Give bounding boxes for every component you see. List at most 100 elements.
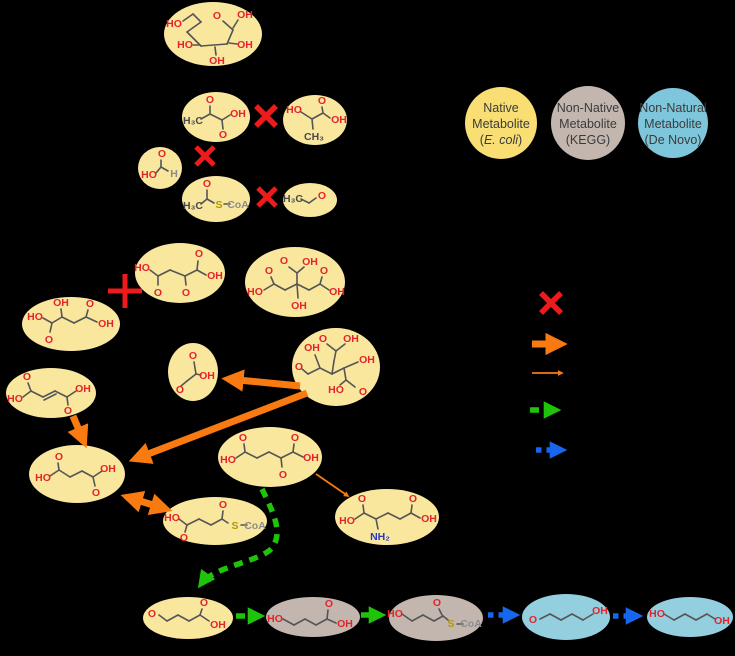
- x-pyruvate-formate: [194, 145, 216, 167]
- atom-label: H₃C: [183, 115, 203, 127]
- bond-line: [695, 613, 708, 621]
- atom-label: O: [23, 371, 31, 383]
- bond-line: [186, 518, 200, 526]
- atom-label: O: [265, 265, 273, 277]
- metabolite-ellipse: [292, 328, 380, 406]
- atom-label: HO: [328, 384, 344, 396]
- bond-line: [169, 269, 186, 277]
- bond-line: [282, 618, 295, 626]
- bond-line: [221, 114, 231, 121]
- atom-label: O: [325, 598, 333, 610]
- atom-label: O: [359, 386, 367, 398]
- atom-label: O: [219, 499, 227, 511]
- metabolite-ellipse: [135, 243, 225, 303]
- atom-label: HO: [220, 454, 236, 466]
- bond-line: [263, 283, 275, 291]
- atom-label: S: [215, 199, 222, 211]
- bond-line: [311, 112, 324, 120]
- atom-label: O: [529, 614, 537, 626]
- metabolite-ellipse: [283, 95, 347, 145]
- bond-line: [401, 613, 413, 622]
- bond-line: [304, 618, 317, 626]
- bond-line: [66, 390, 77, 398]
- bond-line: [92, 476, 96, 487]
- bond-line: [195, 373, 202, 376]
- bond-line: [343, 367, 347, 381]
- atom-label: O: [320, 265, 328, 277]
- legend-circle: [551, 86, 625, 160]
- atom-label: CoA: [227, 199, 249, 211]
- bond-line: [221, 119, 224, 130]
- atom-label: HO: [27, 311, 43, 323]
- atom-label: OH: [98, 318, 114, 330]
- atom-label: OH: [230, 108, 246, 120]
- bond-line: [73, 316, 87, 324]
- atom-label: HO: [134, 262, 150, 274]
- atom-label: OH: [291, 300, 307, 312]
- legend-label: Non-Natural: [639, 101, 706, 115]
- atom-label: OH: [75, 383, 91, 395]
- bond-line: [315, 618, 328, 626]
- bond-line: [42, 317, 53, 324]
- atom-label: OH: [343, 333, 359, 345]
- bond-line: [292, 443, 295, 453]
- arrow-fumarate-to-succinate: [67, 414, 89, 449]
- bond-line: [288, 266, 298, 274]
- bond-line: [177, 614, 190, 622]
- bond-line: [184, 524, 188, 533]
- atom-label: H₃C: [183, 200, 203, 212]
- atom-label: CH₃: [304, 131, 324, 143]
- bond-line: [166, 614, 179, 622]
- arrow-succinate-succinylcoa: [120, 490, 173, 516]
- metabolite-ellipse: [182, 176, 250, 222]
- arrow-ketoglutarate-to-ssa: [197, 487, 280, 589]
- atom-label: O: [195, 248, 203, 260]
- legend-label: (E. coli): [480, 133, 522, 147]
- bond-line: [209, 113, 223, 121]
- atom-label: HO: [649, 608, 665, 620]
- bond-line: [539, 613, 551, 620]
- bond-line: [300, 198, 310, 204]
- arrow-isocitrate-to-glyoxylate: [221, 369, 301, 392]
- bond-line: [81, 470, 94, 478]
- bond-line: [186, 21, 202, 33]
- bond-line: [200, 198, 208, 205]
- bond-line: [221, 518, 229, 524]
- bond-line: [292, 451, 304, 458]
- bond-line: [335, 343, 346, 352]
- bond-line: [326, 609, 329, 620]
- atom-label: OH: [207, 270, 223, 282]
- bond-line: [673, 613, 686, 621]
- bond-line: [280, 457, 283, 468]
- bond-line: [221, 510, 224, 520]
- bond-line: [27, 382, 32, 392]
- atom-label: O: [279, 469, 287, 481]
- bond-line: [85, 309, 89, 318]
- atom-label: OH: [359, 354, 375, 366]
- bond-line: [301, 368, 309, 375]
- atom-label: O: [182, 287, 190, 299]
- bond-line: [296, 283, 310, 291]
- atom-label: HO: [164, 512, 180, 524]
- atom-label: OH: [210, 619, 226, 631]
- bond-line: [92, 470, 103, 478]
- atom-label: O: [433, 597, 441, 609]
- atom-label: O: [176, 384, 184, 396]
- bond-line: [345, 379, 356, 388]
- legend-label: Native: [483, 101, 518, 115]
- atom-label: O: [219, 129, 227, 141]
- bond-line: [61, 316, 75, 324]
- bond-line: [354, 512, 365, 520]
